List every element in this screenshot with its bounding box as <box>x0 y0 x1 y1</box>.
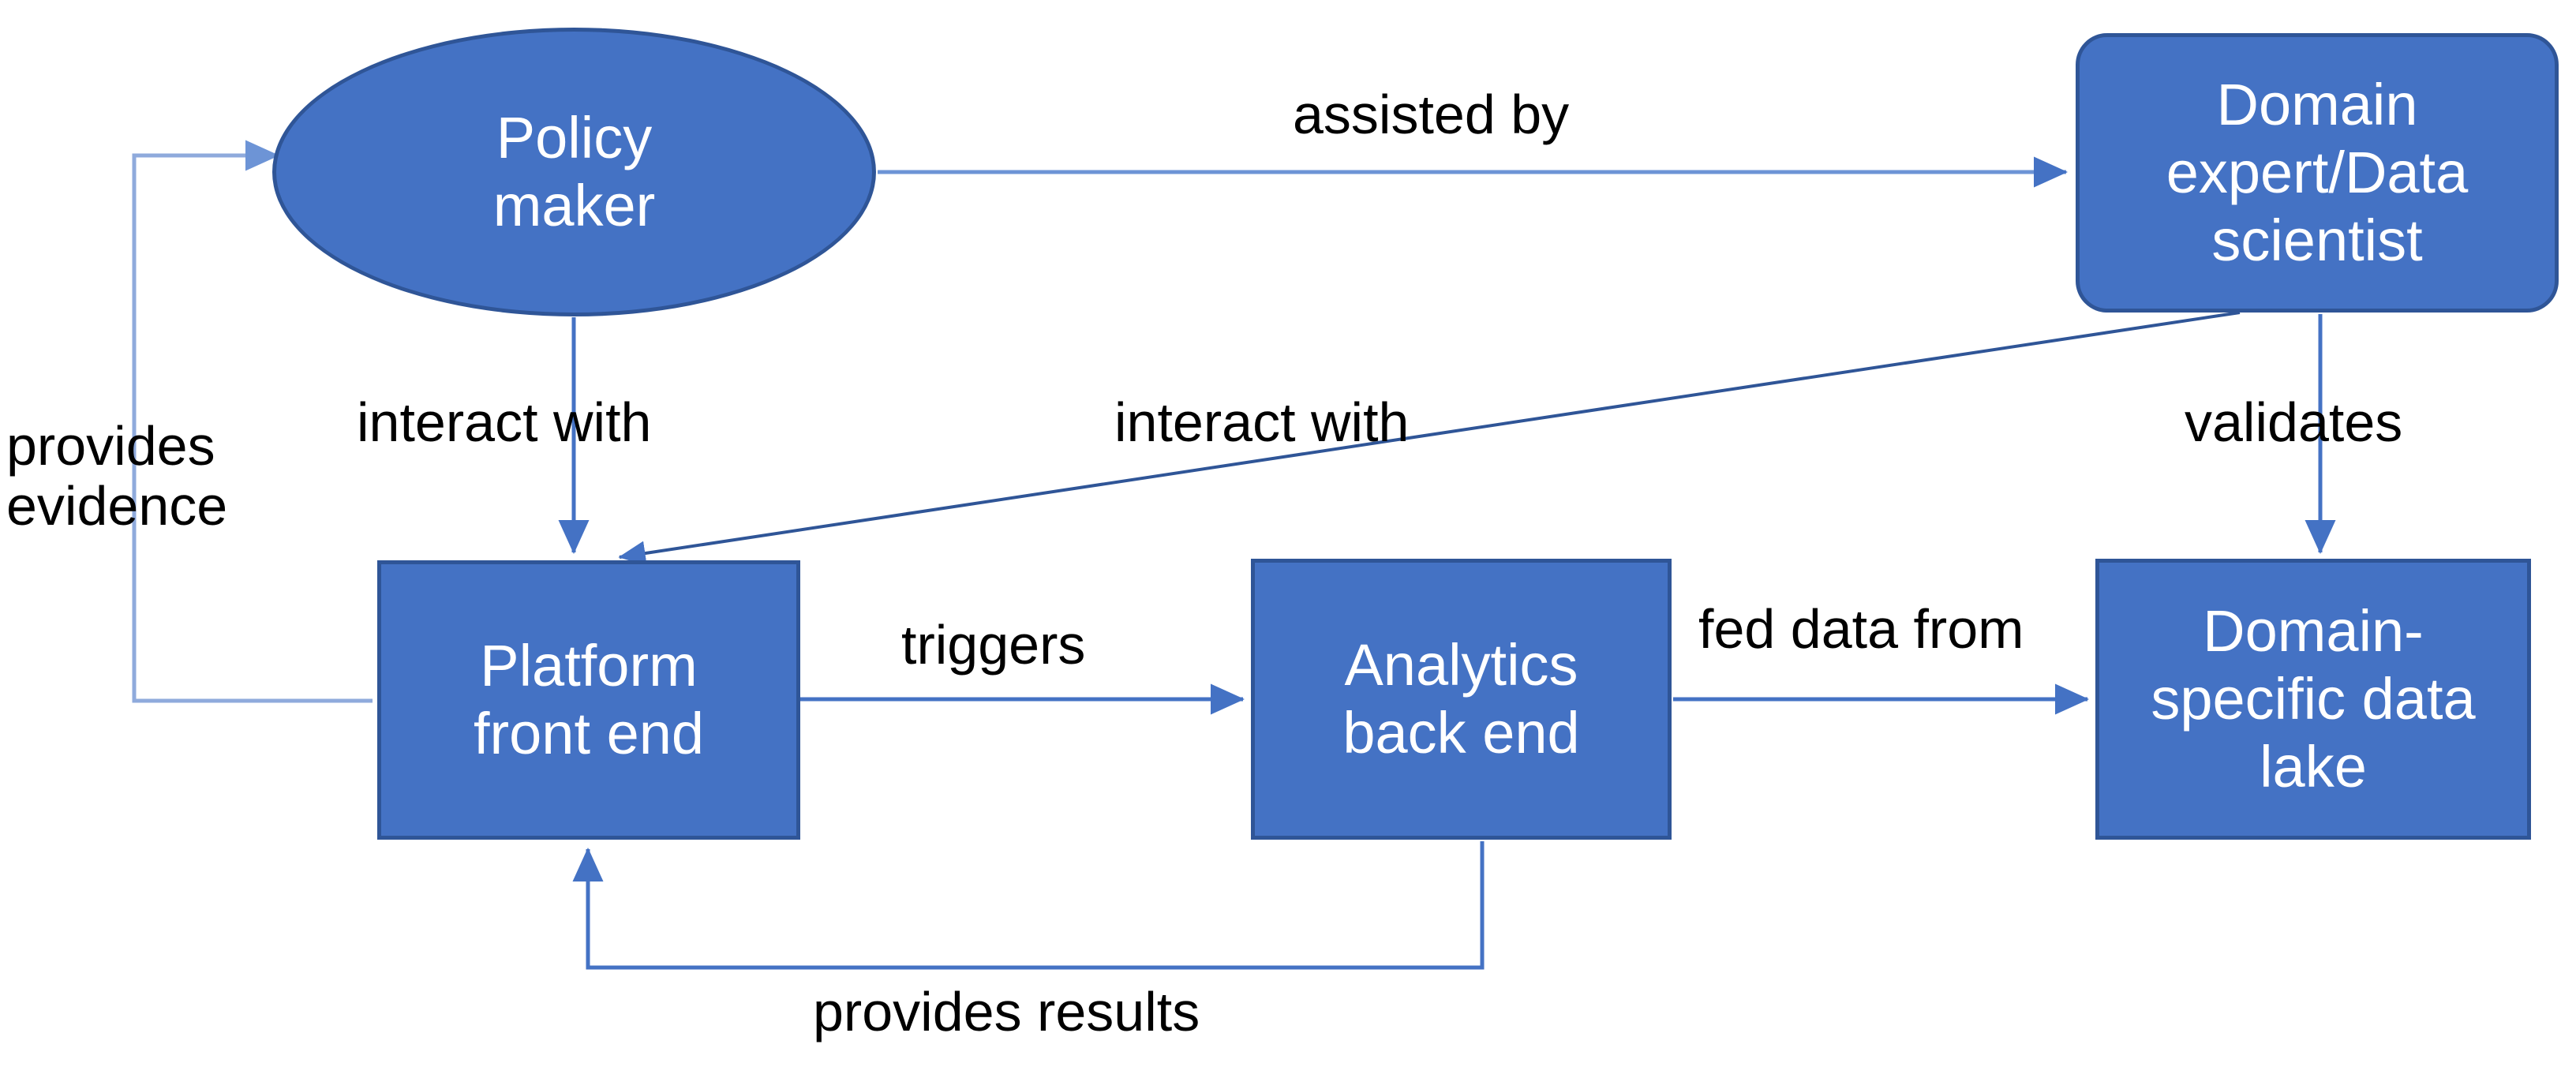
edge-interact-with-2-line <box>618 311 2241 566</box>
node-platform-front-end-label: Platform front end <box>473 633 705 766</box>
node-data-lake-label: Domain- specific data lake <box>2151 598 2476 799</box>
node-domain-expert-label: Domain expert/Data scientist <box>2166 72 2469 273</box>
edge-label-interact-with-1: interact with <box>357 391 652 453</box>
node-analytics-back-end-label: Analytics back end <box>1342 632 1580 765</box>
node-policy-maker-label: Policy maker <box>492 105 656 238</box>
edge-label-assisted-by: assisted by <box>1293 84 1570 145</box>
edge-provides-results-line <box>572 841 1485 970</box>
edge-provides-evidence-line <box>132 140 373 703</box>
edge-label-triggers: triggers <box>901 614 1086 676</box>
node-data-lake[interactable]: Domain- specific data lake <box>2095 559 2531 840</box>
edge-label-provides-evidence: provides evidence <box>6 415 228 537</box>
node-platform-front-end[interactable]: Platform front end <box>377 560 800 840</box>
edge-label-interact-with-2: interact with <box>1114 391 1410 453</box>
edge-label-provides-results: provides results <box>813 981 1200 1042</box>
edge-label-validates: validates <box>2185 391 2403 453</box>
edge-label-fed-data-from: fed data from <box>1698 598 2024 660</box>
node-analytics-back-end[interactable]: Analytics back end <box>1251 559 1672 840</box>
node-policy-maker[interactable]: Policy maker <box>272 28 876 316</box>
node-domain-expert[interactable]: Domain expert/Data scientist <box>2076 33 2559 313</box>
